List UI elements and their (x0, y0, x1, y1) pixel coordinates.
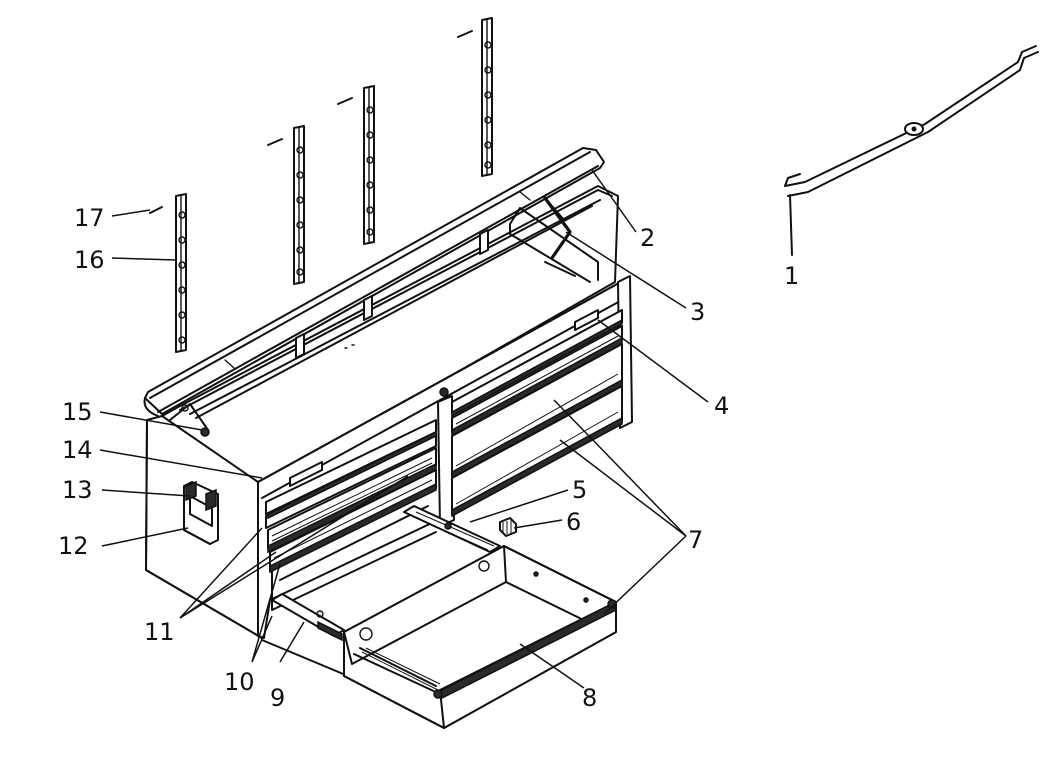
part-16-hinge-strip-d (457, 17, 493, 177)
callout-7: 7 (688, 526, 703, 554)
left-drawer-bank (265, 419, 437, 611)
callout-11: 11 (144, 618, 175, 646)
callout-13: 13 (62, 476, 93, 504)
part-16-hinge-strip-b (267, 125, 305, 285)
callout-2: 2 (640, 224, 655, 252)
callout-9: 9 (270, 684, 285, 712)
callout-labels: 1 2 3 4 5 6 7 8 9 10 11 12 13 14 15 16 1… (58, 204, 799, 712)
callout-1: 1 (784, 262, 799, 290)
part-12-13-side-handle (183, 480, 219, 545)
part-16-hinge-strip-a (149, 193, 187, 353)
callout-5: 5 (572, 476, 587, 504)
part-6-knob (499, 517, 517, 537)
callout-16: 16 (74, 246, 105, 274)
part-8-bottom-drawer (343, 545, 618, 729)
callout-8: 8 (582, 684, 597, 712)
callout-6: 6 (566, 508, 581, 536)
callout-17: 17 (74, 204, 105, 232)
callout-3: 3 (690, 298, 705, 326)
part-1-support-rod (784, 45, 1039, 256)
leader-lines (99, 169, 709, 689)
part-16-hinge-strip-c (337, 85, 375, 245)
callout-15: 15 (62, 398, 93, 426)
part-5-9-10-drawer-slides (261, 505, 501, 677)
callout-4: 4 (714, 392, 729, 420)
callout-14: 14 (62, 436, 93, 464)
part-2-lid (143, 147, 605, 417)
callout-12: 12 (58, 532, 89, 560)
part-4-7-right-drawer-bank (451, 309, 623, 518)
callout-10: 10 (224, 668, 255, 696)
